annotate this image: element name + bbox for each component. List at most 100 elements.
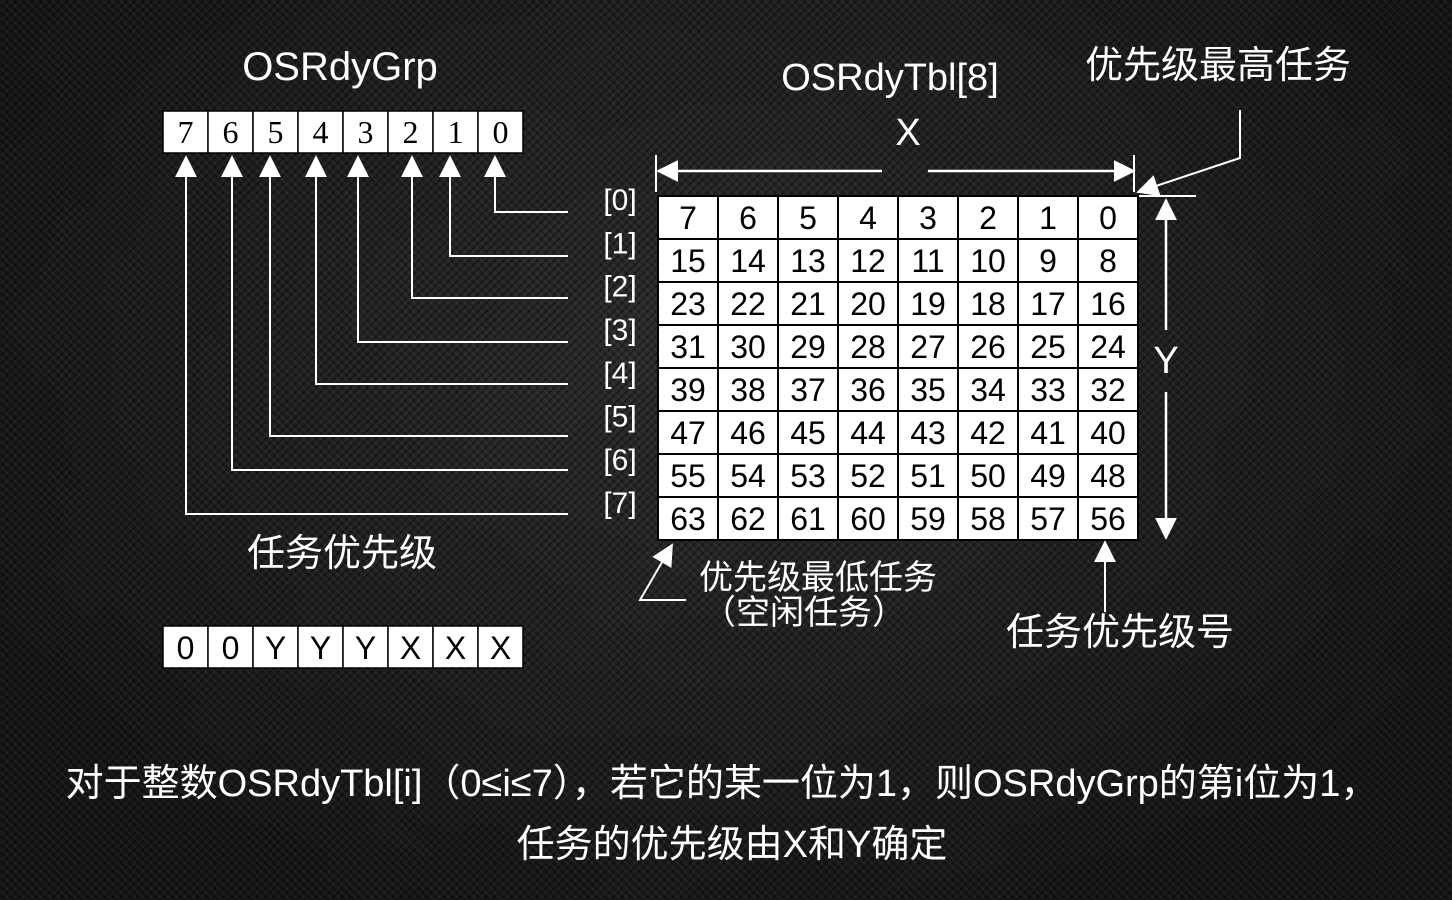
table-cell-value: 33 [1030, 372, 1066, 408]
table-cell-value: 21 [790, 286, 826, 322]
row-label: [3] [603, 314, 636, 347]
table-cell [1077, 281, 1139, 326]
table-cell-value: 58 [970, 501, 1006, 537]
table-cell-value: 46 [730, 415, 766, 451]
table-cell-value: 47 [670, 415, 706, 451]
table-cell-value: 15 [670, 243, 706, 279]
caption-line-1: 对于整数OSRdyTbl[i]（0≤i≤7），若它的某一位为1，则OSRdyGr… [66, 763, 1379, 805]
highest-priority-arrow [1136, 110, 1241, 197]
row-label: [2] [603, 271, 636, 304]
table-cell [717, 453, 779, 498]
table-cell-value: 29 [790, 329, 826, 365]
priority-bit-value: 0 [222, 630, 240, 666]
table-cell-value: 24 [1090, 329, 1126, 365]
table-cell-value: 61 [790, 501, 826, 537]
osrdygrp-bit-cell [477, 110, 524, 154]
table-cell [897, 324, 959, 369]
table-cell [657, 324, 719, 369]
priority-bit-value: X [400, 630, 421, 666]
priority-bit-value: X [445, 630, 466, 666]
y-axis-label: Y [1153, 340, 1178, 382]
osrdygrp-title: OSRdyGrp [242, 45, 438, 89]
table-cell [657, 238, 719, 283]
priority-bit-cell [342, 625, 389, 669]
osrdygrp-bit-value: 3 [358, 114, 374, 150]
table-cell [777, 453, 839, 498]
table-cell-value: 42 [970, 415, 1006, 451]
table-cell [1077, 410, 1139, 455]
priority-number-label: 任务优先级号 [1006, 612, 1234, 654]
row-label: [6] [603, 444, 636, 477]
priority-bit-value: Y [310, 630, 331, 666]
table-cell-value: 19 [910, 286, 946, 322]
table-cell-value: 35 [910, 372, 946, 408]
table-cell [897, 367, 959, 412]
priority-bit-value: X [490, 630, 511, 666]
table-cell-value: 3 [919, 200, 937, 236]
table-cell-value: 26 [970, 329, 1006, 365]
table-cell [1017, 367, 1079, 412]
osrdygrp-bit-value: 0 [493, 114, 509, 150]
priority-bit-value: 0 [177, 630, 195, 666]
row-label: [1] [603, 227, 636, 260]
table-cell [777, 238, 839, 283]
osrdygrp-bit-value: 7 [178, 114, 194, 150]
table-cell-value: 62 [730, 501, 766, 537]
row-label: [5] [603, 401, 636, 434]
table-cell-value: 36 [850, 372, 886, 408]
table-cell-value: 45 [790, 415, 826, 451]
table-cell-value: 31 [670, 329, 706, 365]
bit-connector-arrow [305, 155, 568, 385]
table-cell-value: 37 [790, 372, 826, 408]
osrdygrp-bit-cell [342, 110, 389, 154]
bit-connector-arrow [439, 155, 568, 257]
table-cell-value: 23 [670, 286, 706, 322]
table-cell-value: 52 [850, 458, 886, 494]
table-cell-value: 25 [1030, 329, 1066, 365]
table-cell-value: 20 [850, 286, 886, 322]
table-cell-value: 28 [850, 329, 886, 365]
table-cell [1017, 238, 1079, 283]
table-cell [837, 496, 899, 541]
table-cell [957, 195, 1019, 240]
table-cell-value: 8 [1099, 243, 1117, 279]
table-cell-value: 1 [1039, 200, 1057, 236]
table-cell [777, 367, 839, 412]
highest-priority-label: 优先级最高任务 [1085, 45, 1351, 87]
priority-bit-cell [252, 625, 299, 669]
table-cell [657, 410, 719, 455]
bit-connector-arrow [484, 155, 568, 213]
row-label: [0] [603, 184, 636, 217]
table-cell-value: 7 [679, 200, 697, 236]
priority-bit-cell [387, 625, 434, 669]
row-to-bit-connectors [175, 155, 568, 515]
table-cell [1017, 410, 1079, 455]
osrdygrp-bit-value: 1 [448, 114, 464, 150]
table-cell [1017, 496, 1079, 541]
priority-bit-cell [477, 625, 524, 669]
table-cell-value: 32 [1090, 372, 1126, 408]
lowest-priority-arrow [638, 543, 686, 601]
caption-line-2: 任务的优先级由X和Y确定 [517, 824, 948, 866]
table-cell-value: 59 [910, 501, 946, 537]
priority-bit-cell [207, 625, 254, 669]
table-cell-value: 11 [911, 243, 944, 279]
row-label: [4] [603, 357, 636, 390]
table-cell-value: 0 [1099, 200, 1117, 236]
table-cell [717, 367, 779, 412]
osrdytbl-title: OSRdyTbl[8] [781, 57, 999, 99]
osrdygrp-bit-value: 5 [268, 114, 284, 150]
table-cell-value: 2 [979, 200, 997, 236]
bit-connector-arrow [259, 155, 568, 437]
table-cell-value: 9 [1039, 243, 1057, 279]
table-cell-value: 48 [1090, 458, 1126, 494]
table-cell-value: 60 [850, 501, 886, 537]
table-cell-value: 34 [970, 372, 1006, 408]
table-cell-value: 50 [970, 458, 1006, 494]
table-cell-value: 54 [730, 458, 766, 494]
table-cell-value: 53 [790, 458, 826, 494]
lowest-priority-label: 优先级最低任务 [699, 559, 937, 597]
table-cell [1017, 324, 1079, 369]
